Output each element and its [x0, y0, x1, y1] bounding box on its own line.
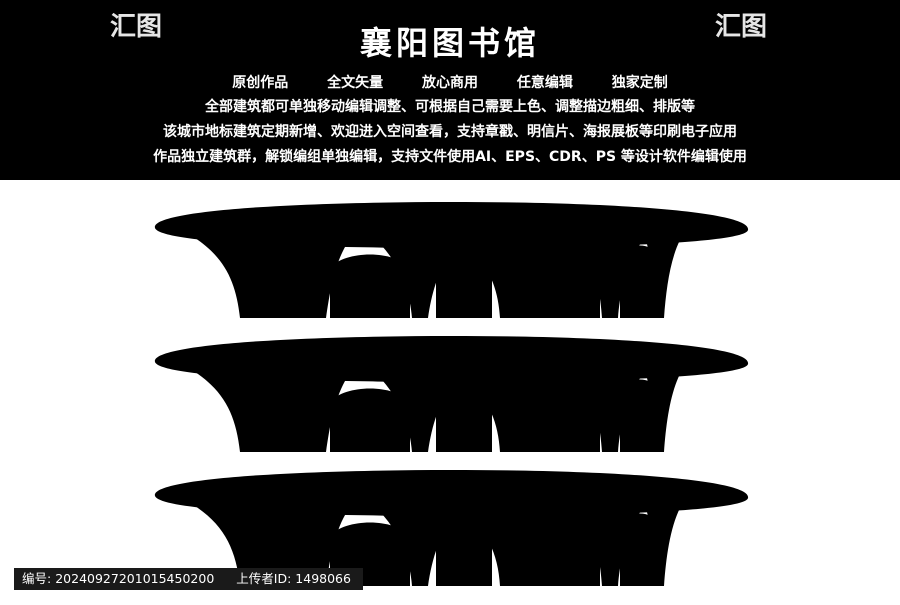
page-title: 襄阳图书馆	[359, 24, 540, 62]
uploader-value: 1498066	[295, 571, 351, 586]
building-illustrations: .v1 .canopy { fill:#fff; stroke:#000; st…	[154, 202, 749, 586]
feature-item: 独家定制	[611, 75, 668, 91]
color-version: .v2 .canopy { fill:#c8c8c3; stroke:#000;…	[154, 336, 749, 452]
header-banner: 汇图 汇图 襄阳图书馆 原创作品 全文矢量 放心商用 任意编辑 独家定制 全部建…	[0, 0, 900, 180]
watermark-logo: 汇图	[715, 12, 768, 42]
description-line: 全部建筑都可单独移动编辑调整、可根据自己需要上色、调整描边粗细、排版等	[205, 99, 695, 115]
feature-list: 原创作品 全文矢量 放心商用 任意编辑 独家定制	[0, 72, 900, 92]
feature-item: 放心商用	[422, 75, 478, 91]
line-drawing-version: .v1 .canopy { fill:#fff; stroke:#000; st…	[154, 202, 749, 318]
description-line: 该城市地标建筑定期新增、欢迎进入空间查看，支持章戳、明信片、海报展板等印刷电子应…	[163, 124, 737, 140]
file-info-bar: 编号:20240927201015450200 上传者ID:1498066	[14, 568, 363, 590]
watermark-logo: 汇图	[110, 12, 163, 42]
uploader-label: 上传者ID:	[236, 571, 292, 586]
feature-item: 任意编辑	[516, 75, 573, 91]
feature-item: 原创作品	[232, 75, 289, 91]
feature-item: 全文矢量	[327, 75, 384, 91]
description-line: 作品独立建筑群，解锁编组单独编辑，支持文件使用AI、EPS、CDR、PS 等设计…	[153, 149, 747, 165]
id-label: 编号:	[22, 571, 52, 586]
id-value: 20240927201015450200	[55, 571, 215, 586]
